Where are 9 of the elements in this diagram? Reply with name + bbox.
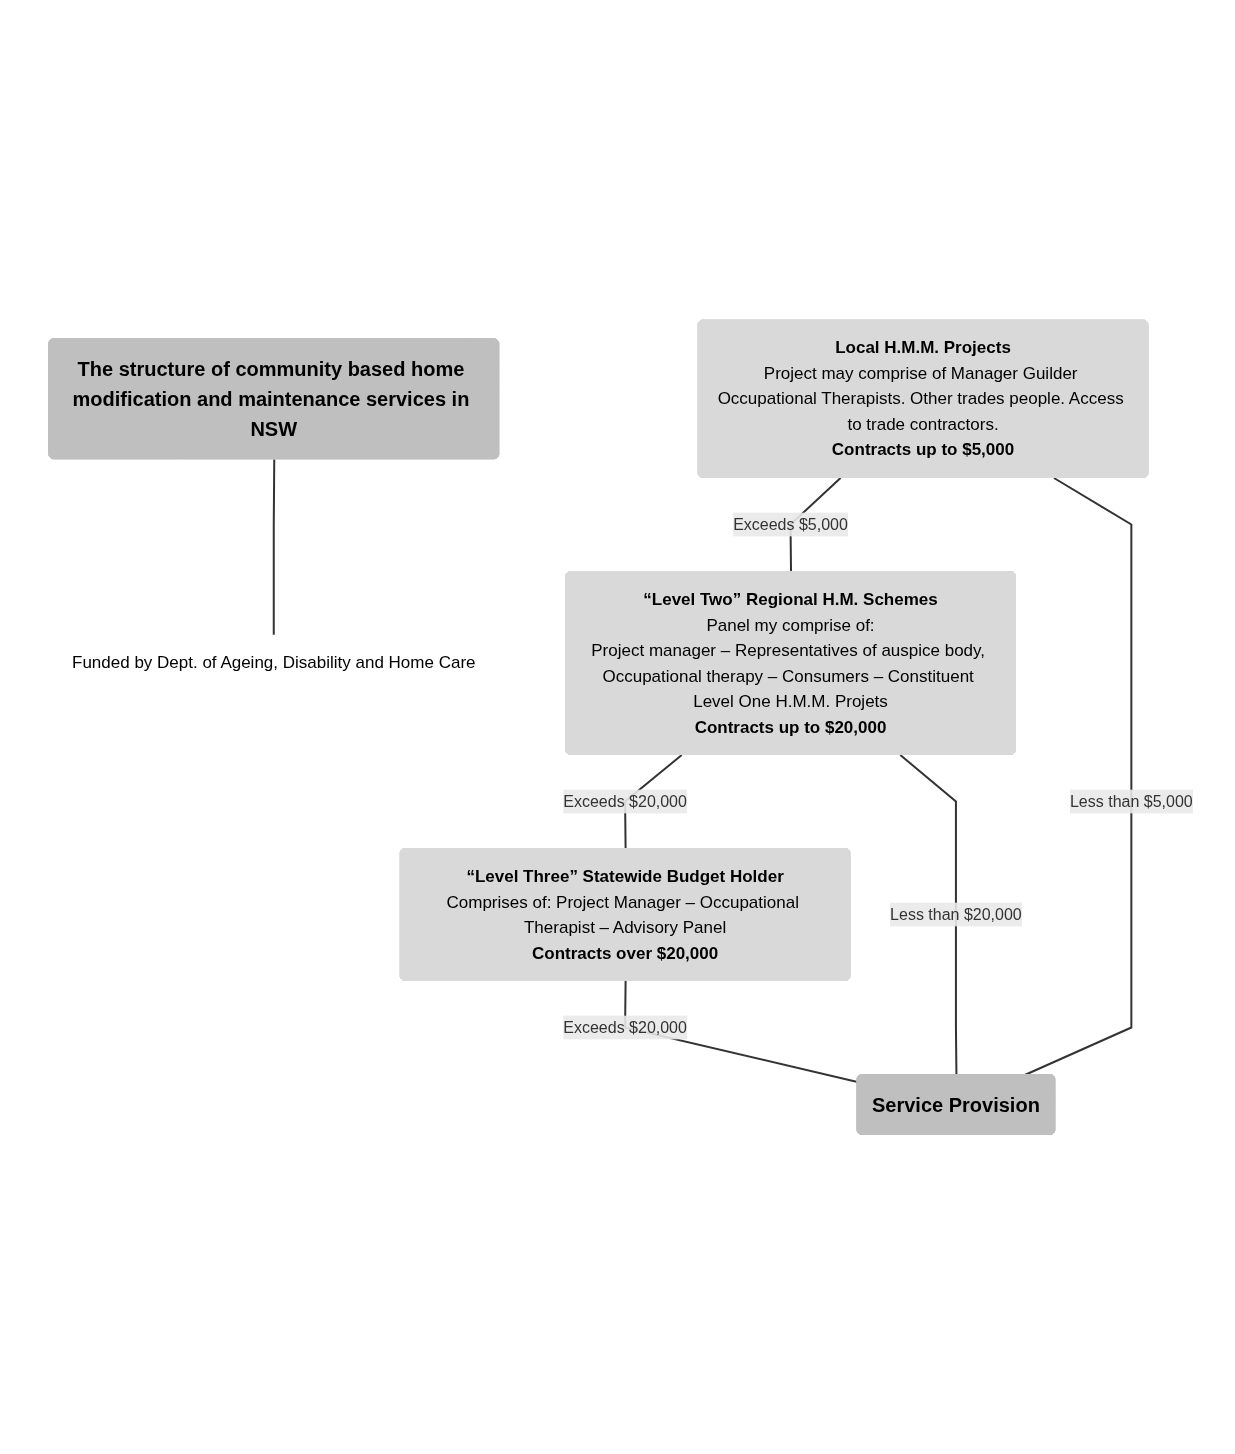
edge-label: Exceeds $5,000 xyxy=(733,515,849,533)
node-text: Funded by Dept. of Ageing, Disability and Home Care xyxy=(72,653,476,672)
connector xyxy=(899,753,958,1076)
edge-label: Less than $20,000 xyxy=(890,905,1022,923)
connector xyxy=(1023,476,1133,1076)
edge-label: Exceeds $20,000 xyxy=(563,792,688,810)
connector xyxy=(272,458,276,636)
edge-label: Less than $5,000 xyxy=(1070,792,1193,810)
edge-label: Exceeds $20,000 xyxy=(563,1018,688,1036)
